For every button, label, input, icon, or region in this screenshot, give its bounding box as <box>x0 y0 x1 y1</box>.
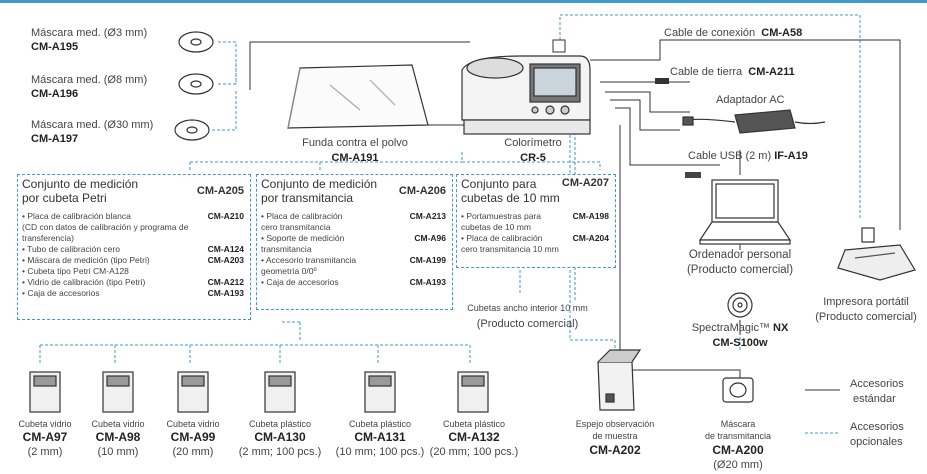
mask-30mm-code: CM-A197 <box>31 133 79 145</box>
dust-cover-label: Funda contra el polvo <box>302 137 408 149</box>
cell-size: (20 mm; 100 pcs.) <box>429 446 519 458</box>
kit-row: cero transmitancia <box>261 222 331 232</box>
software-name: SpectraMagic™ NX <box>691 322 789 334</box>
cell-label: Cubeta vidrio <box>91 419 145 429</box>
mask-30mm-label: Máscara med. (Ø30 mm) <box>31 119 154 131</box>
colorimeter-label: Colorímetro <box>504 137 562 149</box>
cell-size: (20 mm) <box>172 446 214 458</box>
cell-size: (2 mm; 100 pcs.) <box>238 446 322 458</box>
mask-8mm-label: Máscara med. (Ø8 mm) <box>31 74 148 86</box>
cell-size: (10 mm; 100 pcs.) <box>335 446 425 458</box>
kit-row: cero transmitancia 10 mm <box>461 244 559 254</box>
pc-label-1: Ordenador personal <box>688 249 792 261</box>
printer-label-2: (Producto comercial) <box>815 311 917 323</box>
cell-label: Cubeta vidrio <box>18 419 72 429</box>
cell-code: CM-A99 <box>170 430 216 444</box>
mirror-code: CM-A202 <box>589 443 641 457</box>
cell-code: CM-A132 <box>448 430 500 444</box>
cell-code: CM-A131 <box>354 430 406 444</box>
cell-code: CM-A130 <box>254 430 306 444</box>
legend-standard-1: Accesorios <box>850 378 904 390</box>
colorimeter-code: CR-5 <box>520 152 546 164</box>
kit-cuvette-code: CM-A207 <box>561 177 609 189</box>
kit-row: transmitancia <box>261 244 312 254</box>
cell-label: Cubeta plástico <box>442 419 506 429</box>
kit-row: • Máscara de medición (tipo Petri)CM-A20… <box>22 255 244 265</box>
kit-row: • Vidrio de calibración (tipo Petri)CM-A… <box>22 277 244 287</box>
printer-label-1: Impresora portátil <box>823 296 909 308</box>
kit-row: geometría 0/0º <box>261 266 317 276</box>
legend-standard-2: estándar <box>853 393 896 405</box>
cuvette-note-1: Cubetas ancho interior 10 mm <box>467 303 588 313</box>
kit-row: (CD con datos de calibración y programa … <box>22 222 189 232</box>
mask-3mm-label: Máscara med. (Ø3 mm) <box>31 27 148 39</box>
kit-row: • Cubeta tipo Petri CM-A128 <box>22 266 129 276</box>
software-code: CM-S100w <box>712 337 768 349</box>
mask-3mm-code: CM-A195 <box>31 41 79 53</box>
cell-label: Cubeta plástico <box>248 419 312 429</box>
trans-mask-code: CM-A200 <box>712 443 764 457</box>
legend-optional-1: Accesorios <box>850 421 904 433</box>
mirror-label-2: de muestra <box>592 431 638 441</box>
cell-size: (10 mm) <box>97 446 139 458</box>
usb-cable-label: Cable USB (2 m) IF-A19 <box>688 150 808 162</box>
kit-row: transferencia) <box>22 233 74 243</box>
trans-mask-label-1: Máscara <box>720 419 756 429</box>
trans-mask-label-2: de transmitancia <box>704 431 772 441</box>
cell-code: CM-A97 <box>22 430 68 444</box>
dust-cover-code: CM-A191 <box>331 152 379 164</box>
mask-8mm-code: CM-A196 <box>31 88 79 100</box>
cell-size: (2 mm) <box>27 446 63 458</box>
mirror-label-1: Espejo observación <box>575 419 655 429</box>
kit-trans-code: CM-A206 <box>398 185 446 197</box>
kit-row: cubetas de 10 mm <box>461 222 531 232</box>
cell-label: Cubeta vidrio <box>166 419 220 429</box>
connection-cable-label: Cable de conexión CM-A58 <box>664 27 803 39</box>
kit-petri-code: CM-A205 <box>196 185 244 197</box>
pc-label-2: (Producto comercial) <box>686 264 794 276</box>
ac-adapter-label: Adaptador AC <box>716 94 785 106</box>
cuvette-note-2: (Producto comercial) <box>476 318 579 330</box>
cell-label: Cubeta plástico <box>348 419 412 429</box>
trans-mask-size: (Ø20 mm) <box>713 459 763 471</box>
cell-code: CM-A98 <box>95 430 141 444</box>
ground-cable-label: Cable de tierra CM-A211 <box>670 66 795 78</box>
legend-optional-2: opcionales <box>850 436 903 448</box>
